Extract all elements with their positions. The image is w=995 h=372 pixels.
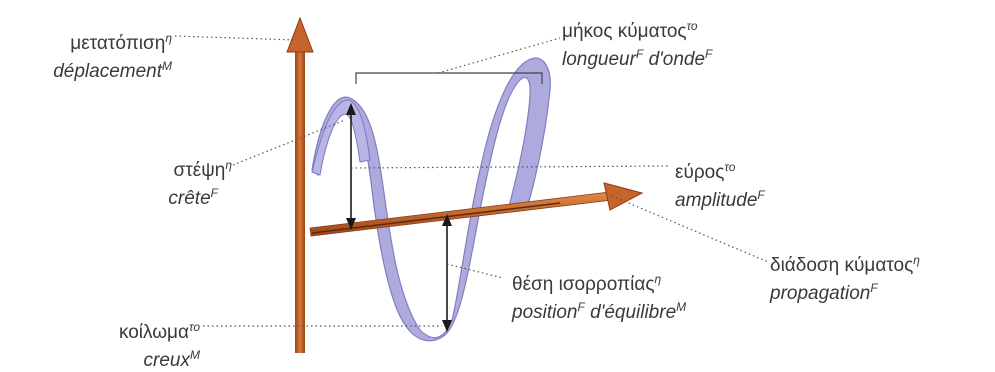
label-trough: κοίλωματο creuxM [40,316,200,372]
label-crest-greek: στέψη [173,160,226,181]
label-equilibrium: θέση ισορροπίαςη positionF d'équilibreM [512,268,686,324]
gender-marker: το [189,320,200,334]
label-displacement-greek: μετατόπιση [70,33,166,54]
equilibrium-line [311,202,561,234]
label-wavelength: μήκος κύματοςτο longueurF d'ondeF [562,15,712,71]
gender-marker: M [162,59,172,73]
trough-arrowhead-top [442,214,452,226]
gender-marker: F [210,186,218,200]
gender-marker: η [654,272,662,286]
label-equilibrium-french-2: d'équilibre [590,302,677,323]
label-trough-french: creux [143,350,190,371]
leader-lines [174,35,769,327]
trough-arrowhead-bottom [442,320,452,332]
label-crest-french: crête [168,188,211,209]
displacement-axis [295,48,305,353]
gender-marker: M [676,300,687,314]
label-equilibrium-french-1: position [512,302,578,323]
label-wavelength-french-1: longueur [562,49,636,70]
gender-marker: το [686,19,698,33]
wave-ribbon-front [311,99,371,176]
gender-marker: F [705,47,713,61]
gender-marker: M [190,348,200,362]
label-equilibrium-greek: θέση ισορροπίας [512,274,655,295]
label-displacement-french: déplacement [53,61,162,82]
gender-marker: η [225,158,232,172]
label-trough-greek: κοίλωμα [118,322,189,343]
displacement-axis-arrowhead [286,16,314,53]
gender-marker: F [635,47,644,61]
label-wavelength-greek: μήκος κύματος [562,21,687,42]
propagation-axis-arrowhead [603,182,644,211]
propagation-axis [309,191,613,237]
label-crest: στέψηη crêteF [40,154,232,210]
label-amplitude: εύροςτο amplitudeF [675,156,765,212]
label-propagation-greek: διάδοση κύματος [770,255,914,276]
gender-marker: F [757,188,765,202]
label-amplitude-french: amplitude [675,190,758,211]
wave-diagram [174,16,769,353]
wavelength-bracket [355,72,543,84]
label-propagation-french: propagation [770,283,871,304]
gender-marker: F [577,300,585,314]
label-amplitude-greek: εύρος [675,162,725,183]
label-displacement: μετατόπισηη déplacementM [20,27,172,83]
label-wavelength-french-2: d'onde [648,49,706,70]
gender-marker: η [165,31,172,45]
gender-marker: F [870,281,878,295]
label-propagation: διάδοση κύματοςη propagationF [770,249,920,305]
gender-marker: το [724,160,736,174]
gender-marker: η [913,253,920,267]
amplitude-arrowhead-top [346,103,356,115]
amplitude-arrowhead-bottom [346,218,356,230]
